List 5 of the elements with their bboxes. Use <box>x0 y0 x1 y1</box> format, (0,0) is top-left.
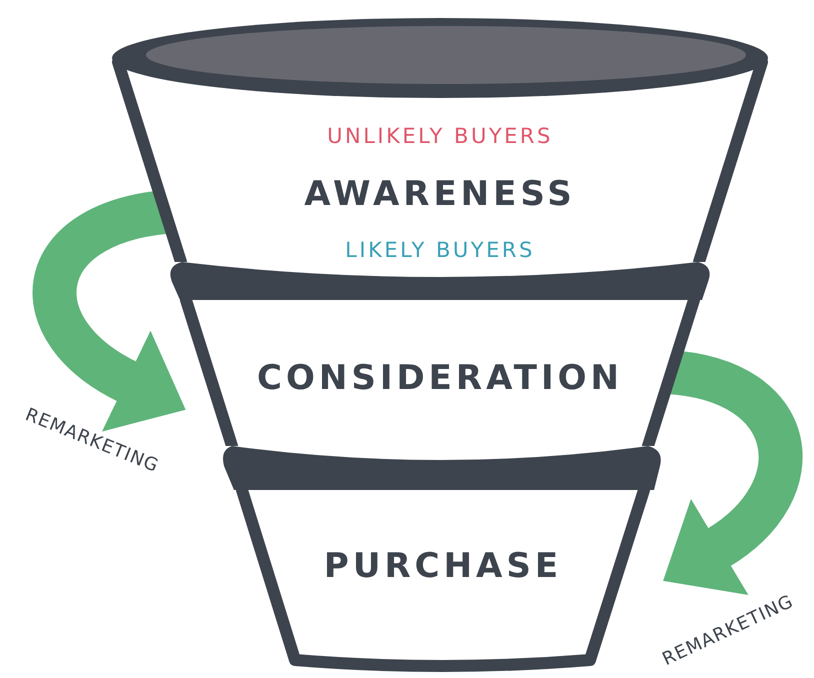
stage-title: CONSIDERATION <box>257 358 623 398</box>
stage-note: LIKELY BUYERS <box>345 238 535 262</box>
stage-note: UNLIKELY BUYERS <box>327 124 553 148</box>
stage-title: PURCHASE <box>324 546 562 586</box>
stage-title: AWARENESS <box>304 174 576 214</box>
